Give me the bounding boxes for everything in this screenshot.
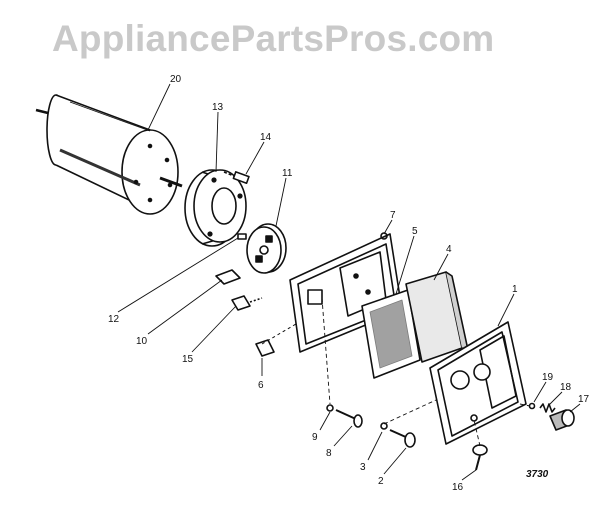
callout-18: 18	[560, 382, 572, 393]
callout-3: 3	[360, 462, 366, 473]
callout-7: 7	[390, 210, 396, 221]
screw-part-16	[472, 444, 488, 471]
callout-12: 12	[108, 314, 120, 325]
callout-20: 20	[170, 74, 182, 85]
pin-part-12	[237, 233, 247, 240]
gasket-part-5	[361, 289, 421, 379]
callout-13: 13	[212, 102, 224, 113]
coupling-part-11	[246, 223, 287, 274]
callout-2: 2	[378, 476, 384, 487]
washer-part-3	[380, 422, 388, 430]
callout-19: 19	[542, 372, 554, 383]
knob-part-17	[549, 409, 575, 431]
diagram-code: 3730	[526, 469, 549, 480]
callout-9: 9	[312, 432, 318, 443]
motor-part-20	[35, 94, 183, 215]
clip-part-15	[231, 295, 263, 311]
bolt-part-8	[335, 409, 363, 428]
callout-5: 5	[412, 226, 418, 237]
bolt-part-2	[389, 429, 416, 448]
callout-17: 17	[578, 394, 590, 405]
callout-1: 1	[512, 284, 518, 295]
adapter-ring-part-13	[184, 169, 247, 247]
nut-part-6	[255, 339, 275, 357]
assembly-guide-lines	[321, 297, 531, 447]
watermark-logo: AppliancePartsPros.com	[52, 18, 495, 59]
callout-15: 15	[182, 354, 194, 365]
callout-16: 16	[452, 482, 464, 493]
mounting-plate-part-7	[289, 232, 403, 353]
washer-part-9	[326, 404, 334, 412]
callout-leaders	[117, 83, 581, 481]
filter-block-part-4	[405, 271, 469, 363]
spring-part-18	[539, 403, 556, 413]
callout-6: 6	[258, 380, 264, 391]
cover-part-1	[429, 321, 527, 445]
callout-8: 8	[326, 448, 332, 459]
screw-part-14	[223, 171, 250, 185]
washer-part-19	[528, 402, 536, 410]
callout-14: 14	[260, 132, 272, 143]
callout-10: 10	[136, 336, 148, 347]
callout-4: 4	[446, 244, 452, 255]
callout-11: 11	[282, 168, 293, 179]
